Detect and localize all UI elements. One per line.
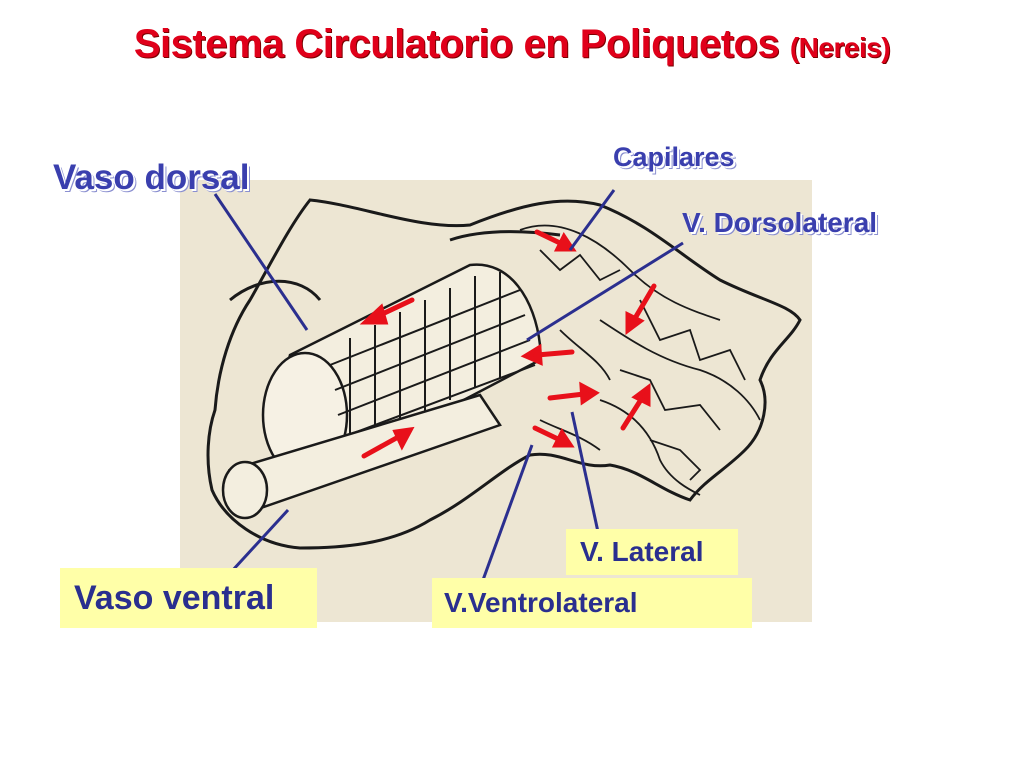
pointer-v-ventrolateral bbox=[481, 444, 534, 581]
page-title: Sistema Circulatorio en Poliquetos (Nere… bbox=[0, 22, 1024, 67]
flow-arrow-dorsal bbox=[359, 297, 415, 325]
pointer-vaso-dorsal bbox=[213, 193, 309, 331]
parapodium-capillary-network bbox=[519, 224, 761, 496]
title-genus: (Nereis) bbox=[789, 32, 891, 63]
label-v-dorsolateral: V. Dorsolateral bbox=[682, 207, 878, 238]
ventral-tube bbox=[221, 393, 502, 520]
flow-arrow-capillary-top bbox=[534, 229, 577, 252]
flow-arrow-parapodium-upper bbox=[625, 283, 657, 335]
flow-arrow-parapodium-lower bbox=[620, 383, 651, 431]
body-segment bbox=[206, 198, 802, 550]
flow-arrow-lateral bbox=[547, 381, 600, 406]
label-vaso-ventral: Vaso ventral bbox=[60, 568, 317, 628]
pointer-vaso-ventral bbox=[230, 508, 290, 573]
label-pointer-lines bbox=[213, 189, 684, 581]
blood-flow-arrows bbox=[359, 229, 657, 459]
label-capilares: Capilares bbox=[613, 142, 735, 172]
label-v-ventrolateral: V.Ventrolateral bbox=[432, 578, 752, 628]
label-v-lateral: V. Lateral bbox=[566, 529, 738, 575]
title-main: Sistema Circulatorio en Poliquetos bbox=[133, 22, 780, 66]
pointer-capilares bbox=[568, 189, 616, 251]
label-vaso-dorsal: Vaso dorsal bbox=[53, 158, 250, 197]
flow-arrow-ventrolateral bbox=[532, 425, 575, 448]
pointer-v-lateral bbox=[570, 411, 600, 533]
flow-arrow-dorsolateral bbox=[520, 343, 575, 366]
pointer-v-dorsolateral bbox=[526, 241, 684, 342]
flow-arrow-ventral bbox=[361, 426, 415, 459]
